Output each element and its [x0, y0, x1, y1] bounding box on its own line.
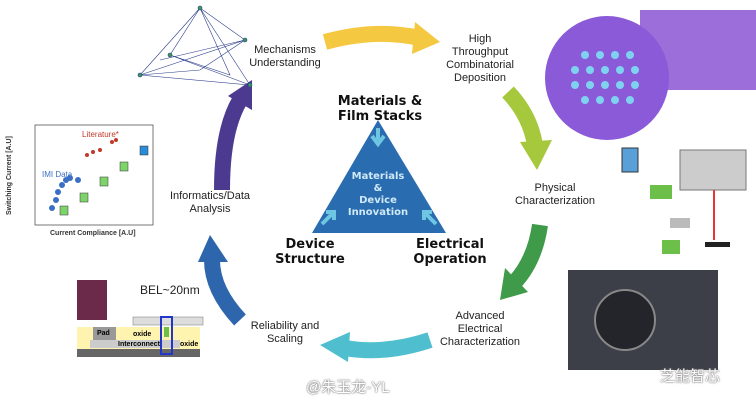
- l1: Advanced: [455, 310, 505, 322]
- device-pad: Pad: [97, 330, 110, 337]
- optical-setup-image: [621, 147, 747, 254]
- plot-series-imi: IMI Data: [42, 170, 73, 179]
- arrow-cyan: [343, 332, 433, 359]
- t1: Electrical: [416, 237, 484, 252]
- arrow-head-lightgreen: [520, 140, 552, 170]
- arrow-purple: [214, 95, 247, 191]
- center-triangle: [312, 120, 446, 233]
- l2: Electrical: [457, 323, 503, 335]
- l1: Mechanisms: [254, 44, 316, 56]
- plot-ylabel: Switching Current [A.U]: [6, 136, 13, 215]
- arrow-head-cyan: [320, 332, 350, 362]
- l1: Informatics/Data: [169, 190, 251, 202]
- device-oxide: oxide: [133, 331, 152, 338]
- plot-series-literature: Literature*: [82, 130, 119, 139]
- device-interconnect: Interconnect: [118, 341, 161, 348]
- c3: Device: [359, 195, 397, 206]
- l3: Characterization: [439, 336, 521, 348]
- t2: Film Stacks: [337, 109, 423, 124]
- c1: Materials: [351, 171, 405, 182]
- l2: Characterization: [514, 195, 596, 207]
- l4: Deposition: [454, 72, 506, 84]
- l2: Scaling: [266, 333, 304, 345]
- network-graph-image: [137, 5, 253, 88]
- t1: Device: [285, 237, 335, 252]
- c4: Innovation: [347, 207, 409, 218]
- device-title: BEL~20nm: [140, 283, 200, 297]
- t1: Materials &: [337, 94, 423, 109]
- l1: Physical: [534, 182, 576, 194]
- switching-current-plot-image: [34, 124, 154, 226]
- c2: &: [373, 183, 383, 194]
- plot-xlabel: Current Compliance [A.U]: [50, 230, 136, 237]
- arrow-blue: [204, 259, 246, 326]
- arrow-head-yellow: [412, 22, 440, 54]
- arrow-lightgreen: [502, 86, 543, 147]
- arrow-yellow: [322, 25, 422, 50]
- arrow-head-purple: [228, 80, 252, 110]
- wafer-image: [545, 10, 756, 140]
- device-oxide2: oxide: [180, 341, 199, 348]
- device-cross-section-image: [77, 280, 204, 357]
- arrow-head-green: [500, 268, 528, 300]
- vertex-materials: Materials &Film Stacks: [325, 94, 435, 124]
- arrow-green: [508, 223, 548, 288]
- t2: Structure: [275, 252, 345, 267]
- wechat-watermark: 芝能智芯: [660, 368, 721, 385]
- t2: Operation: [413, 252, 487, 267]
- weibo-watermark: @朱玉龙-YL: [306, 379, 390, 396]
- l1: High: [468, 33, 492, 45]
- arrow-head-blue: [198, 235, 228, 262]
- l2: Analysis: [189, 203, 231, 215]
- l2: Understanding: [249, 57, 321, 69]
- l1: Reliability and: [250, 320, 320, 332]
- l3: Combinatorial: [446, 59, 514, 71]
- l2: Throughput: [451, 46, 509, 58]
